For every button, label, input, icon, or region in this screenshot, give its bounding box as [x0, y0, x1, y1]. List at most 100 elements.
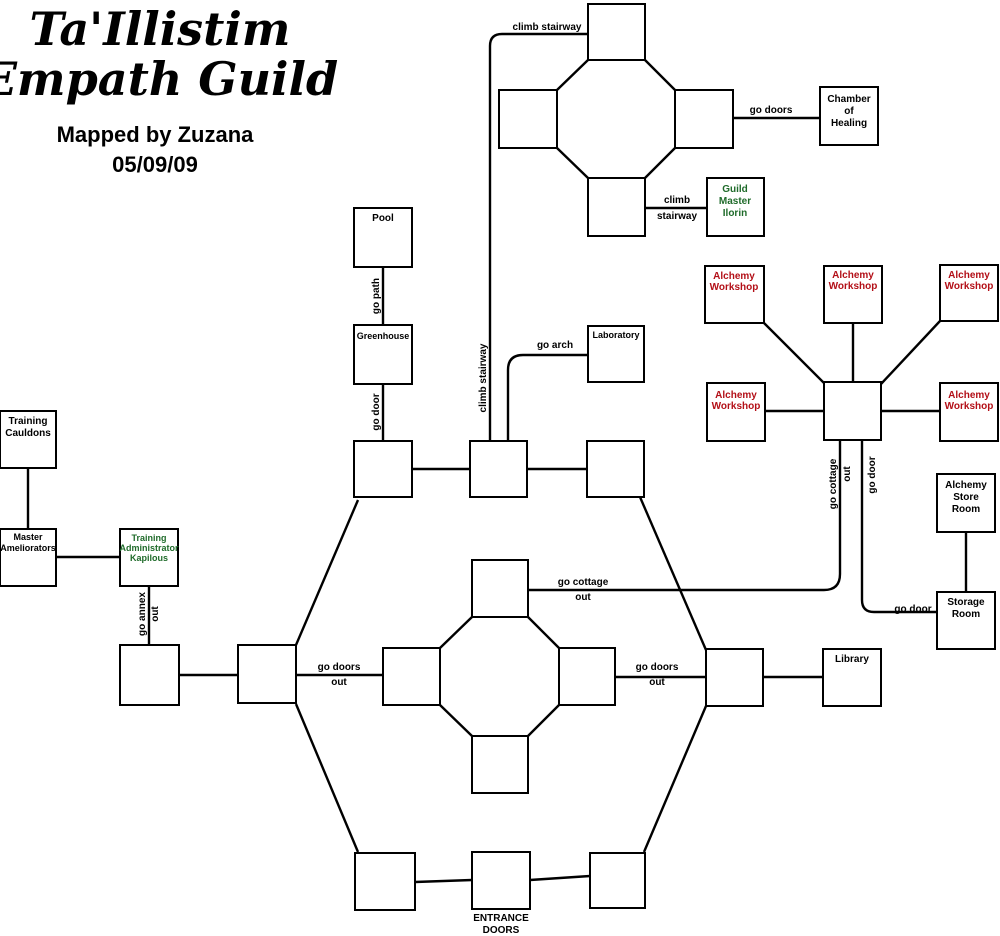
link-hub-storage [860, 440, 937, 614]
label-go-doors-west: go doors [318, 662, 361, 673]
label-workshop-1a: Alchemy [713, 271, 755, 282]
label-workshop-1b: Workshop [710, 282, 759, 293]
label-master-2: Ameliorators [0, 543, 56, 553]
label-library: Library [835, 654, 869, 665]
label-chamber-2: of [844, 106, 854, 117]
label-chamber-3: Healing [831, 118, 867, 129]
label-training-admin-2: Administrator [119, 543, 179, 553]
label-master-1: Master [13, 532, 43, 542]
link-arch [506, 353, 588, 441]
room-upper-south[interactable] [587, 177, 646, 237]
label-training-admin-1: Training [131, 533, 166, 543]
room-labels: Training Cauldons Master Ameliorators Tr… [0, 94, 993, 936]
link-west-sw [294, 703, 360, 853]
room-chamber-of-healing[interactable] [819, 86, 879, 146]
link-upper-sw [556, 147, 589, 179]
link-west-nw [294, 499, 360, 646]
label-greenhouse: Greenhouse [357, 331, 410, 341]
room-inner-north[interactable] [471, 559, 529, 618]
label-go-cottage-vertical: go cottage [828, 458, 839, 509]
label-chamber-1: Chamber [827, 94, 870, 105]
map-date: 05/09/09 [112, 152, 198, 177]
rooms [0, 3, 999, 911]
label-training-admin-3: Kapilous [130, 553, 168, 563]
room-south-west[interactable] [354, 852, 416, 911]
room-library[interactable] [822, 648, 882, 707]
room-master-ameliorators[interactable] [0, 528, 57, 587]
room-storage-room[interactable] [936, 591, 996, 650]
label-go-doors-east: go doors [636, 662, 679, 673]
link-climb-stairway [488, 32, 588, 441]
room-inner-south[interactable] [471, 735, 529, 794]
room-alchemy-workshop-4[interactable] [706, 382, 766, 442]
room-alchemy-workshop-1[interactable] [704, 265, 765, 324]
link-inner-se [527, 704, 560, 737]
room-guild-master[interactable] [706, 177, 765, 237]
label-guild-master-2: Master [719, 196, 751, 207]
link-east-se [642, 705, 708, 853]
mapped-by: Mapped by Zuzana [57, 122, 255, 147]
label-training-cauldons-2: Cauldons [5, 428, 51, 439]
label-climb: climb [664, 195, 690, 206]
label-workshop-4a: Alchemy [715, 390, 757, 401]
room-upper-west[interactable] [498, 89, 558, 149]
label-guild-master-3: Ilorin [723, 208, 747, 219]
label-climb-stairway-top: climb stairway [513, 22, 582, 33]
title-line-2: Empath Guild [0, 52, 338, 106]
room-laboratory[interactable] [587, 325, 645, 383]
link-upper-nw [556, 59, 589, 91]
room-east[interactable] [705, 648, 764, 707]
room-north-west[interactable] [353, 440, 413, 498]
label-climb-stairway-side: climb stairway [478, 343, 489, 412]
room-annex[interactable] [119, 644, 180, 706]
room-entrance-doors[interactable] [471, 851, 531, 910]
label-entrance-1: ENTRANCE [473, 913, 529, 924]
room-alchemy-store-room[interactable] [936, 473, 996, 533]
room-alchemy-hub[interactable] [823, 381, 882, 441]
link-s-se [529, 874, 591, 882]
room-alchemy-workshop-5[interactable] [939, 382, 999, 442]
label-go-arch: go arch [537, 340, 573, 351]
link-hub-workshop-1 [763, 322, 826, 385]
label-go-cottage-out: out [575, 592, 591, 603]
room-greenhouse[interactable] [353, 324, 413, 385]
link-upper-se [644, 147, 676, 179]
room-inner-east[interactable] [558, 647, 616, 706]
label-workshop-2a: Alchemy [832, 270, 874, 281]
link-cottage [528, 440, 842, 592]
room-inner-west[interactable] [382, 647, 441, 706]
link-labels: climb stairway climb stairway go doors c… [137, 22, 932, 688]
label-go-doors-chamber: go doors [750, 105, 793, 116]
label-store-3: Room [952, 504, 980, 515]
label-storage-1: Storage [947, 597, 985, 608]
label-go-annex-out: out [150, 606, 161, 622]
label-workshop-5a: Alchemy [948, 390, 990, 401]
room-south-east[interactable] [589, 852, 646, 909]
room-pool[interactable] [353, 207, 413, 268]
room-north[interactable] [469, 440, 528, 498]
title-line-1: Ta'Illistim [30, 2, 291, 56]
room-north-east[interactable] [586, 440, 645, 498]
label-workshop-5b: Workshop [945, 401, 994, 412]
room-upper-east[interactable] [674, 89, 734, 149]
link-inner-nw [439, 616, 473, 649]
link-inner-ne [527, 616, 560, 649]
link-hub-workshop-3 [880, 320, 941, 385]
room-alchemy-workshop-2[interactable] [823, 265, 883, 324]
label-go-doors-east-out: out [649, 677, 665, 688]
link-sw-s [414, 878, 473, 884]
room-training-administrator[interactable] [119, 528, 179, 587]
room-alchemy-workshop-3[interactable] [939, 264, 999, 322]
label-store-1: Alchemy [945, 480, 987, 491]
connections [26, 32, 968, 884]
label-training-cauldons-1: Training [9, 416, 48, 427]
label-go-door-hub: go door [867, 456, 878, 493]
room-training-cauldons[interactable] [0, 410, 57, 469]
label-go-door-storage: go door [894, 604, 931, 615]
label-storage-2: Room [952, 609, 980, 620]
room-upper-north[interactable] [587, 3, 646, 61]
label-go-cottage: go cottage [558, 577, 609, 588]
room-west[interactable] [237, 644, 297, 704]
label-workshop-3a: Alchemy [948, 270, 990, 281]
